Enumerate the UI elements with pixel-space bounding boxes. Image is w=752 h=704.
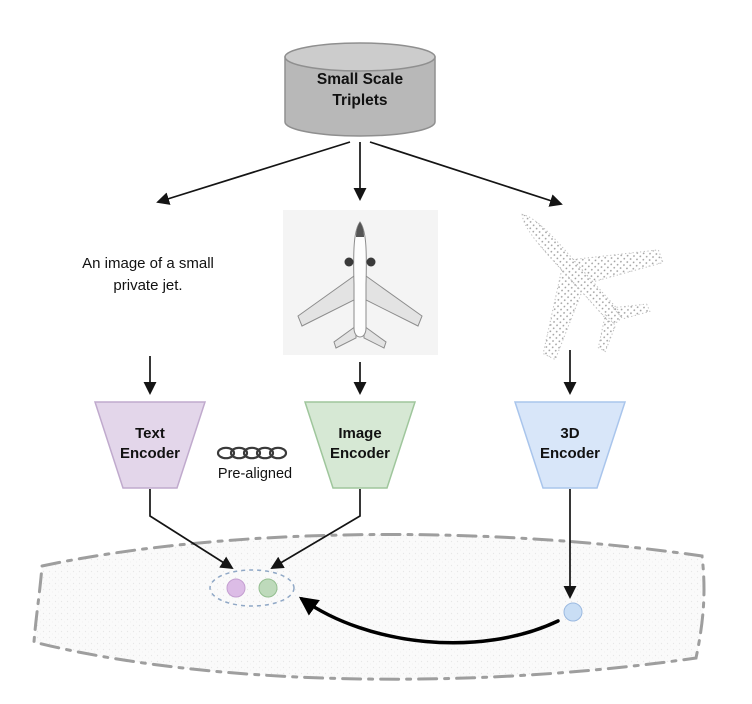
threed-encoder-shape bbox=[513, 401, 627, 489]
aligned-pair-ellipse bbox=[209, 569, 295, 607]
alignment-arrow bbox=[298, 596, 560, 645]
airplane-image bbox=[283, 210, 438, 355]
arrow-image-encoder-to-space bbox=[270, 489, 361, 569]
cylinder-body bbox=[284, 56, 436, 137]
threed-encoder-label: 3D Encoder bbox=[539, 425, 601, 463]
chain-icon bbox=[216, 446, 288, 460]
image-embedding-dot bbox=[258, 578, 278, 598]
arrow-text-encoder-to-space bbox=[149, 489, 234, 570]
text-embedding-dot bbox=[226, 578, 246, 598]
image-encoder-shape bbox=[303, 401, 417, 489]
text-encoder-shape bbox=[93, 401, 207, 489]
prealigned-label: Pre-aligned bbox=[217, 466, 293, 482]
triplets-db-label: Small Scale Triplets bbox=[316, 71, 404, 109]
cylinder-top bbox=[284, 42, 436, 72]
text-modality-caption: An image of a small private jet. bbox=[82, 255, 214, 294]
arrow-db-to-text bbox=[156, 141, 351, 205]
embedding-space-manifold bbox=[32, 533, 706, 681]
airplane-pointcloud bbox=[521, 213, 664, 361]
triplets-database-icon bbox=[284, 42, 436, 137]
image-encoder-label: Image Encoder bbox=[329, 425, 391, 463]
text-encoder-label: Text Encoder bbox=[119, 425, 181, 463]
airplane-image-graphic bbox=[297, 221, 423, 349]
threed-embedding-dot bbox=[563, 602, 583, 622]
arrow-db-to-3d bbox=[369, 141, 563, 207]
